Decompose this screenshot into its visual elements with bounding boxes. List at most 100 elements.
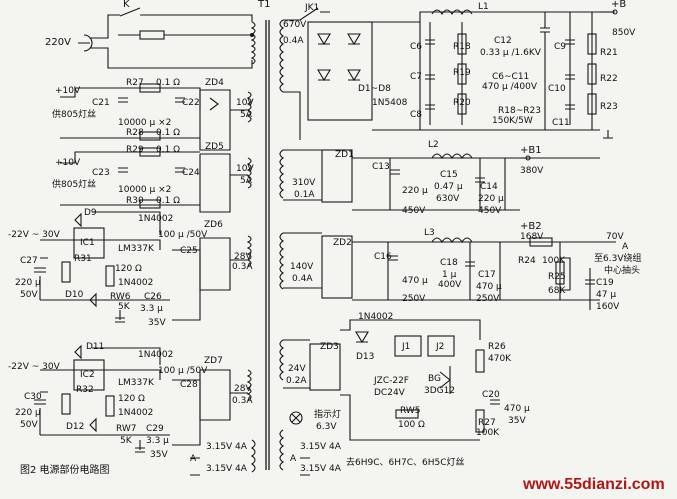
b2-winding: 140V — [290, 262, 314, 272]
b2-out-a-v: 70V — [606, 232, 624, 242]
heater-lamp-label: 指示灯 — [314, 410, 342, 420]
reg1-d9: D9 — [84, 208, 97, 218]
relay-j2: J2 — [436, 342, 445, 352]
b2-bridge: ZD2 — [333, 238, 352, 248]
fil1-input: +10V — [55, 86, 81, 96]
reg1-ic: IC1 — [80, 238, 95, 248]
fil2-cap-val: 10000 μ ×2 — [118, 185, 172, 195]
b2-c16: C16 — [374, 252, 392, 262]
b2-a: A — [622, 242, 629, 252]
reg2-c28: C28 — [180, 380, 198, 390]
fil2-r29-val: 0.1 Ω — [156, 145, 181, 155]
fil1-r28-val: 0.1 Ω — [156, 128, 181, 138]
hv-c6c11-value: 470 μ /400V — [482, 82, 537, 92]
fil1-r27: R27 — [126, 78, 144, 88]
fil2-input: +10V — [55, 158, 81, 168]
hv-r18: R18 — [453, 42, 471, 52]
heater-w1: 3.15V 4A — [206, 442, 247, 452]
reg1-c27-v: 50V — [20, 290, 38, 300]
reg1-d10-type: 1N4002 — [118, 278, 154, 288]
relay-c20-val: 470 μ — [504, 404, 530, 414]
hv-relay-label: JK1 — [305, 3, 320, 13]
relay-bg: BG — [428, 374, 441, 384]
reg1-bridge: ZD6 — [204, 220, 223, 230]
reg2-c30: C30 — [24, 392, 42, 402]
hv-c10: C10 — [548, 84, 566, 94]
b2-c18: C18 — [440, 258, 458, 268]
relay-bridge: ZD3 — [320, 342, 339, 352]
reg2-rw: RW7 — [116, 424, 137, 434]
reg1-input: -22V ~ 30V — [8, 230, 60, 240]
reg1-ic-type: LM337K — [118, 244, 154, 254]
reg1-r31: R31 — [74, 254, 92, 264]
hv-r18r23: R18~R23 — [498, 106, 541, 116]
relay-j1: J1 — [402, 342, 411, 352]
relay-winding-current: 0.2A — [286, 376, 307, 386]
b2-c17-v: 250V — [476, 294, 500, 304]
fil2-r30: R30 — [126, 196, 144, 206]
reg1-winding-current: 0.3A — [232, 262, 253, 272]
fil2-winding-current: 5A — [240, 176, 252, 186]
reg2-ic-type: LM337K — [118, 378, 154, 388]
b2-dest: 至6.3V绕组 — [594, 254, 642, 264]
fil2-r29: R29 — [126, 145, 144, 155]
relay-rw5: RW5 — [400, 406, 421, 416]
fil2-r30-val: 0.1 Ω — [156, 196, 181, 206]
b2-winding-current: 0.4A — [292, 274, 313, 284]
b1-winding-current: 0.1A — [294, 190, 315, 200]
hv-l1: L1 — [478, 2, 489, 12]
reg2-c30-v: 50V — [20, 420, 38, 430]
hv-r21: R21 — [600, 48, 618, 58]
relay-c20-v: 35V — [508, 416, 526, 426]
fil1-c21: C21 — [92, 98, 110, 108]
hv-c7: C7 — [410, 72, 423, 82]
hv-output-voltage: 850V — [612, 28, 636, 38]
reg2-d11: D11 — [86, 342, 105, 352]
b2-c18-v: 400V — [438, 280, 462, 290]
fil1-winding: 10V — [236, 98, 254, 108]
reg1-rw-val: 5K — [118, 302, 130, 312]
reg2-rw-val: 5K — [120, 436, 132, 446]
b2-r24-val: 100K — [542, 256, 566, 266]
figure-caption: 图2 电源部份电路图 — [20, 465, 110, 476]
reg1-c27-val: 220 μ — [15, 278, 41, 288]
relay-r27: R27 — [478, 418, 496, 428]
hv-c12-value: 0.33 μ /1.6KV — [480, 48, 541, 58]
fil2-feed: 供805灯丝 — [52, 180, 97, 190]
relay-spec: DC24V — [374, 388, 405, 398]
hv-r18r23-value: 150K/5W — [492, 116, 533, 126]
relay-r26-val: 470K — [488, 354, 512, 364]
reg2-c29: C29 — [146, 424, 164, 434]
b1-c13-val: 220 μ — [402, 186, 428, 196]
fil2-c24: C24 — [182, 168, 200, 178]
hv-c12: C12 — [494, 36, 512, 46]
heater-dest: 去6H9C、6H7C、6H5C灯丝 — [346, 458, 465, 468]
relay-d13: D13 — [356, 352, 375, 362]
b2-c19-val: 47 μ — [596, 290, 617, 300]
fil1-r28: R28 — [126, 128, 144, 138]
relay-diode-type: 1N4002 — [358, 312, 394, 322]
transformer-label: T1 — [258, 0, 271, 10]
reg1-c26: C26 — [144, 292, 162, 302]
hv-r19: R19 — [453, 68, 471, 78]
hv-winding-current: 0.4A — [283, 36, 304, 46]
reg2-bridge: ZD7 — [204, 356, 223, 366]
b2-c18-val: 1 μ — [442, 270, 457, 280]
b2-c19-v: 160V — [596, 302, 620, 312]
relay-type: JZC-22F — [374, 376, 409, 386]
b1-c13: C13 — [372, 162, 390, 172]
reg1-c25: C25 — [180, 246, 198, 256]
reg2-d12-type: 1N4002 — [118, 408, 154, 418]
reg1-c26-v: 35V — [148, 318, 166, 328]
b2-out: +B2 — [520, 221, 542, 232]
b1-out: +B1 — [520, 145, 542, 156]
heater-w4: 3.15V 4A — [300, 464, 341, 474]
b1-c15-val: 0.47 μ — [434, 182, 463, 192]
relay-rw5-val: 100 Ω — [398, 420, 425, 430]
fil1-c22: C22 — [182, 98, 200, 108]
fil2-winding: 10V — [236, 164, 254, 174]
heater-w3: 3.15V 4A — [206, 464, 247, 474]
b1-l2: L2 — [428, 140, 439, 150]
